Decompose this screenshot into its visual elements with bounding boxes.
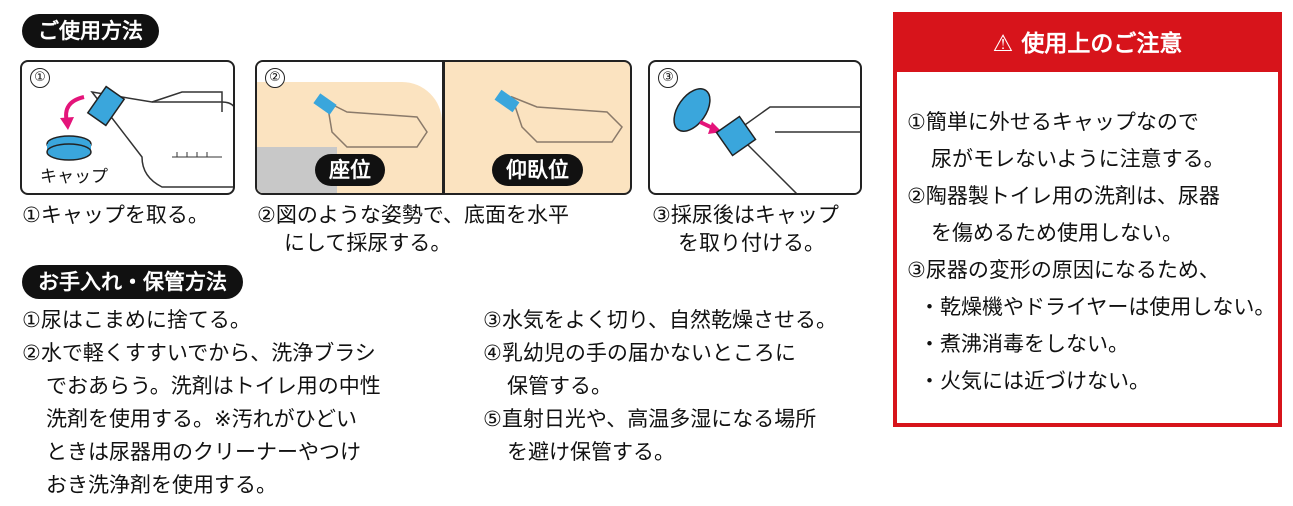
step-number: ② — [265, 68, 285, 88]
step3-caption-line1: ③採尿後はキャップ — [652, 203, 839, 227]
care-heading: お手入れ・保管方法 — [22, 265, 243, 299]
caution-item-cont: 尿がモレないように注意する。 — [931, 147, 1225, 171]
step3-caption-line2: を取り付ける。 — [678, 231, 825, 255]
care-item: ③水気をよく切り、自然乾燥させる。 — [483, 308, 837, 332]
care-item-cont: 洗剤を使用する。※汚れがひどい — [46, 407, 357, 431]
step1-caption: ①キャップを取る。 — [22, 203, 209, 227]
care-list-right: ③水気をよく切り、自然乾燥させる。 ④乳幼児の手の届かないところに 保管する。 … — [483, 304, 837, 469]
caution-bullet: ・火気には近づけない。 — [919, 369, 1150, 393]
caution-list: ①簡単に外せるキャップなので 尿がモレないように注意する。 ②陶器製トイレ用の洗… — [897, 72, 1278, 400]
care-list-left: ①尿はこまめに捨てる。 ②水で軽くすすいでから、洗浄ブラシ でおあらう。洗剤はト… — [22, 304, 381, 502]
care-item: ④乳幼児の手の届かないところに — [483, 341, 796, 365]
caution-item-cont: を傷めるため使用しない。 — [931, 221, 1183, 245]
care-item: ⑤直射日光や、高温多湿になる場所 — [483, 407, 817, 431]
caution-header: ⚠ 使用上のご注意 — [897, 16, 1278, 72]
step2-caption-line2: にして採尿する。 — [284, 231, 452, 255]
warning-icon: ⚠ — [992, 31, 1014, 57]
care-item-cont: おき洗浄剤を使用する。 — [46, 473, 277, 497]
step2-caption-line1: ②図のような姿勢で、底面を水平 — [257, 203, 569, 227]
step1-illustration: ① キャップ — [20, 60, 235, 195]
step-number: ① — [30, 68, 50, 88]
usage-heading: ご使用方法 — [22, 14, 159, 48]
urinal-posture-icon — [313, 89, 623, 148]
cap-label: キャップ — [40, 167, 108, 187]
care-item-cont: でおあらう。洗剤はトイレ用の中性 — [46, 374, 381, 398]
caution-bullet: ・乾燥機やドライヤーは使用しない。 — [919, 295, 1276, 319]
urinal-cap-attach-icon — [673, 88, 860, 193]
care-item-cont: 保管する。 — [507, 374, 612, 398]
caution-title: 使用上のご注意 — [1021, 31, 1183, 57]
posture-supine-label: 仰臥位 — [492, 154, 583, 186]
care-item: ①尿はこまめに捨てる。 — [22, 308, 251, 332]
caution-box: ⚠ 使用上のご注意 ①簡単に外せるキャップなので 尿がモレないように注意する。 … — [893, 12, 1282, 427]
step2-illustration: ② 座位 仰臥位 — [255, 60, 632, 195]
care-item: ②水で軽くすすいでから、洗浄ブラシ — [22, 341, 376, 365]
care-item-cont: ときは尿器用のクリーナーやつけ — [46, 440, 361, 464]
caution-item: ①簡単に外せるキャップなので — [907, 110, 1199, 134]
caution-item: ②陶器製トイレ用の洗剤は、尿器 — [907, 184, 1220, 208]
caution-item: ③尿器の変形の原因になるため、 — [907, 258, 1220, 282]
care-item-cont: を避け保管する。 — [507, 440, 675, 464]
step-number: ③ — [658, 68, 678, 88]
caution-bullet: ・煮沸消毒をしない。 — [919, 332, 1129, 356]
urinal-cap-removal-icon — [46, 85, 233, 188]
posture-sitting-label: 座位 — [315, 154, 385, 186]
step3-illustration: ③ — [648, 60, 862, 195]
